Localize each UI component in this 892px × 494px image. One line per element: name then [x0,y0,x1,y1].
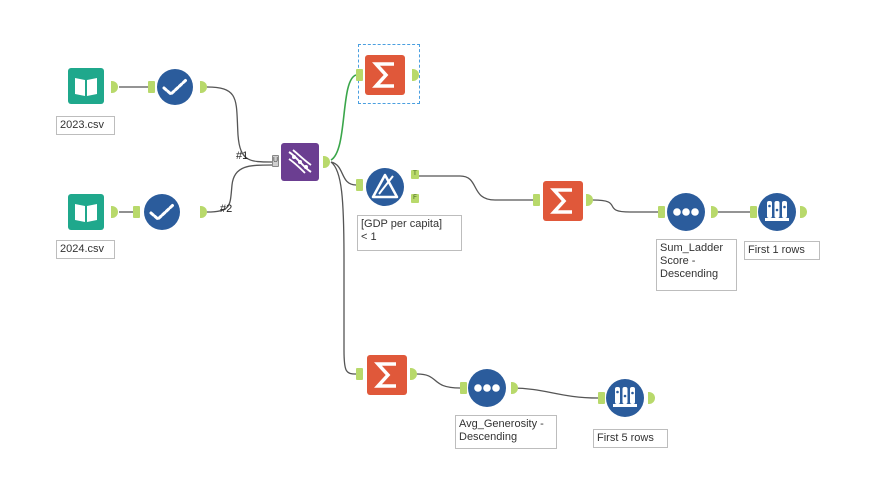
sigma-icon [367,355,407,395]
wire-sort-sample-bottom [511,387,599,399]
input-anchor[interactable] [133,206,140,218]
input-anchor[interactable] [598,392,605,404]
sigma-icon [543,181,583,221]
input-tool-2023[interactable] [68,68,104,104]
input-anchor[interactable] [148,81,155,93]
union-tool[interactable] [281,143,319,181]
wire-filter-summarize-mid [418,175,533,201]
filter-tool[interactable] [365,167,405,207]
summarize-tool-top[interactable] [365,55,405,95]
filter-true-anchor[interactable]: T [411,170,419,179]
output-anchor[interactable] [410,368,417,380]
dots-icon [667,193,705,231]
input-anchor[interactable] [460,382,467,394]
sample-tool-mid[interactable] [757,192,797,232]
input-anchor[interactable] [658,206,665,218]
union-anchor-glyph: U [273,157,279,164]
output-anchor[interactable] [648,392,655,404]
wire-union-summarize-top-selected [330,74,357,161]
input-anchor[interactable] [356,368,363,380]
filter-true-glyph: T [413,171,417,177]
output-anchor[interactable] [323,156,330,168]
output-anchor[interactable] [111,206,118,218]
wire-select1-union [206,86,273,163]
wire-summarize-bottom-sort [416,373,461,389]
wire-union-filter [330,161,357,186]
sample-bottom-label: First 5 rows [593,429,668,448]
wire-select2-union [206,164,273,213]
input-anchor[interactable] [356,69,363,81]
sample-icon [758,193,796,231]
book-open-icon [68,194,104,230]
output-anchor[interactable] [511,382,518,394]
union-input-anchor[interactable]: U [272,155,279,167]
book-open-icon [68,68,104,104]
wire-summarize-mid-sort [592,199,658,213]
input-2024-label: 2024.csv [56,240,115,259]
connection-label-2: #2 [220,203,233,215]
output-anchor[interactable] [711,206,718,218]
output-anchor[interactable] [412,69,419,81]
sample-mid-label: First 1 rows [744,241,820,260]
summarize-tool-mid[interactable] [543,181,583,221]
connection-label-1: #1 [236,150,249,162]
checkmark-icon [157,69,193,105]
sample-tool-bottom[interactable] [605,378,645,418]
filter-false-anchor[interactable]: F [411,194,419,203]
output-anchor[interactable] [111,81,118,93]
input-tool-2024[interactable] [68,194,104,230]
wire-union-summarize-bottom [330,161,357,375]
sort-bottom-label: Avg_Generosity - Descending [455,415,557,449]
checkmark-icon [144,194,180,230]
sort-tool-mid[interactable] [666,192,706,232]
select-tool-2[interactable] [143,193,181,231]
filter-icon [366,168,404,206]
sample-icon [606,379,644,417]
summarize-tool-bottom[interactable] [367,355,407,395]
filter-label: [GDP per capita] < 1 [357,215,462,251]
sigma-icon [365,55,405,95]
select-tool-1[interactable] [156,68,194,106]
sort-tool-bottom[interactable] [467,368,507,408]
dna-icon [281,143,319,181]
output-anchor[interactable] [200,81,207,93]
input-anchor[interactable] [750,206,757,218]
output-anchor[interactable] [586,194,593,206]
input-anchor[interactable] [533,194,540,206]
input-anchor[interactable] [356,179,363,191]
sort-mid-label: Sum_Ladder Score - Descending [656,239,737,291]
dots-icon [468,369,506,407]
output-anchor[interactable] [800,206,807,218]
output-anchor[interactable] [200,206,207,218]
filter-false-glyph: F [413,195,417,201]
input-2023-label: 2023.csv [56,116,115,135]
